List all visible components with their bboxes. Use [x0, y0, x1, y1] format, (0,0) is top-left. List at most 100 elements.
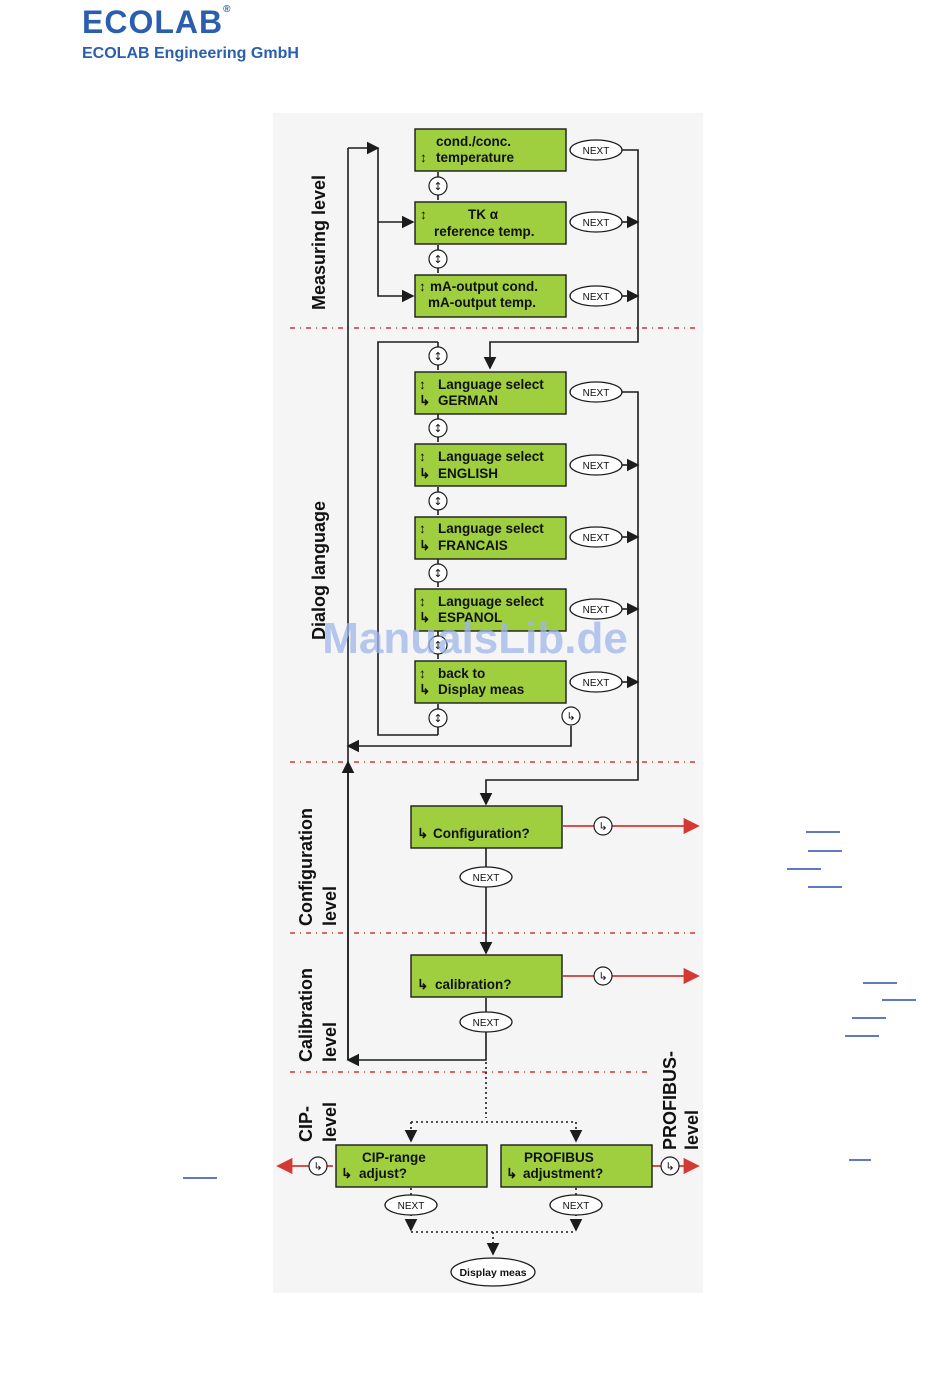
updown-key-icon: ↕: [428, 249, 448, 269]
enter-key-icon: ↳: [593, 966, 613, 986]
svg-text:NEXT: NEXT: [473, 873, 500, 884]
updown-key-icon: ↕: [428, 491, 448, 511]
svg-text:cond./conc.: cond./conc.: [436, 134, 511, 149]
svg-text:NEXT: NEXT: [583, 678, 610, 689]
level-label-profibus-level: level: [682, 1110, 702, 1150]
svg-text:TK α: TK α: [468, 207, 499, 222]
display-meas-oval: Display meas: [450, 1257, 536, 1287]
connector: [483, 149, 639, 370]
next-key-oval: NEXT: [384, 1194, 438, 1216]
svg-text:calibration?: calibration?: [435, 977, 512, 992]
updown-icon: ↕: [419, 377, 426, 392]
updown-icon: ↕: [419, 594, 426, 609]
updown-key-icon: ↕: [428, 635, 448, 655]
svg-text:Configuration?: Configuration?: [433, 826, 530, 841]
level-label-configuration: Configuration: [296, 808, 316, 926]
ecolab-logo: ECOLAB®: [82, 4, 232, 40]
enter-key-icon: ↳: [660, 1156, 680, 1176]
next-key-oval: NEXT: [569, 211, 623, 233]
arrow-icon: ↕: [420, 150, 427, 165]
svg-text:Language select: Language select: [438, 521, 544, 536]
svg-text:NEXT: NEXT: [583, 292, 610, 303]
svg-text:mA-output temp.: mA-output temp.: [428, 295, 536, 310]
svg-text:CIP-range: CIP-range: [362, 1150, 426, 1165]
watermark: ManualsLib.de: [322, 614, 628, 663]
svg-text:ESPANOL: ESPANOL: [438, 610, 502, 625]
updown-key-icon: ↕: [428, 708, 448, 728]
svg-text:NEXT: NEXT: [583, 388, 610, 399]
svg-text:↳: ↳: [566, 710, 575, 723]
enter-icon: ↳: [417, 977, 428, 992]
connector: [479, 391, 639, 806]
svg-text:GERMAN: GERMAN: [438, 393, 498, 408]
svg-text:↕: ↕: [433, 253, 442, 266]
menu-box-language-german: ↕ Language select ↳ GERMAN: [414, 371, 567, 415]
updown-icon: ↕: [419, 521, 426, 536]
menu-box-cip-range: CIP-range ↳ adjust?: [335, 1144, 488, 1188]
level-label-profibus: PROFIBUS-: [660, 1051, 680, 1150]
svg-text:↕: ↕: [433, 180, 442, 193]
level-label-cip: CIP-: [296, 1106, 316, 1142]
svg-text:NEXT: NEXT: [583, 461, 610, 472]
level-label-measuring: Measuring level: [309, 175, 329, 310]
enter-icon: ↳: [419, 466, 430, 481]
level-label-configuration-level: level: [320, 886, 340, 926]
svg-text:Display meas: Display meas: [438, 682, 524, 697]
next-key-oval: NEXT: [569, 454, 623, 476]
next-key-oval: NEXT: [569, 671, 623, 693]
enter-icon: ↳: [506, 1166, 517, 1181]
svg-text:temperature: temperature: [436, 150, 515, 165]
arrow-icon: ↕: [419, 279, 426, 294]
svg-text:↳: ↳: [313, 1160, 322, 1173]
next-key-oval: NEXT: [459, 1011, 513, 1033]
svg-text:NEXT: NEXT: [398, 1201, 425, 1212]
next-key-oval: NEXT: [569, 381, 623, 403]
level-label-cip-level: level: [320, 1102, 340, 1142]
svg-text:reference temp.: reference temp.: [434, 224, 535, 239]
menu-box-tk-alpha: ↕ TK α reference temp.: [414, 201, 567, 245]
company-name: ECOLAB Engineering GmbH: [82, 45, 299, 62]
svg-text:adjust?: adjust?: [359, 1166, 407, 1181]
next-key-oval: NEXT: [549, 1194, 603, 1216]
svg-text:NEXT: NEXT: [583, 605, 610, 616]
enter-icon: ↳: [419, 610, 430, 625]
svg-text:↳: ↳: [598, 970, 607, 983]
svg-text:back to: back to: [438, 666, 485, 681]
svg-text:NEXT: NEXT: [583, 533, 610, 544]
svg-text:adjustment?: adjustment?: [523, 1166, 603, 1181]
enter-icon: ↳: [341, 1166, 352, 1181]
updown-icon: ↕: [419, 449, 426, 464]
svg-text:Display meas: Display meas: [459, 1267, 526, 1279]
svg-text:↳: ↳: [665, 1160, 674, 1173]
svg-text:FRANCAIS: FRANCAIS: [438, 538, 508, 553]
updown-key-icon: ↕: [428, 418, 448, 438]
next-key-oval: NEXT: [569, 598, 623, 620]
next-key-oval: NEXT: [569, 285, 623, 307]
svg-text:↕: ↕: [433, 495, 442, 508]
menu-box-profibus: PROFIBUS ↳ adjustment?: [500, 1144, 653, 1188]
updown-key-icon: ↕: [428, 176, 448, 196]
svg-text:Language select: Language select: [438, 377, 544, 392]
svg-text:↕: ↕: [433, 422, 442, 435]
level-label-calibration: Calibration: [296, 968, 316, 1062]
menu-box-language-espanol: ↕ Language select ↳ ESPANOL: [414, 588, 567, 632]
svg-text:↳: ↳: [598, 820, 607, 833]
svg-text:NEXT: NEXT: [563, 1201, 590, 1212]
svg-text:↕: ↕: [433, 639, 442, 652]
next-key-oval: NEXT: [569, 526, 623, 548]
connector: [377, 341, 438, 736]
menu-box-configuration: ↳ Configuration?: [410, 805, 563, 849]
svg-text:mA-output cond.: mA-output cond.: [430, 279, 538, 294]
connector: [346, 726, 572, 753]
updown-key-icon: ↕: [428, 563, 448, 583]
svg-text:NEXT: NEXT: [473, 1018, 500, 1029]
menu-box-ma-output: ↕ mA-output cond. mA-output temp.: [414, 274, 567, 318]
menu-box-language-francais: ↕ Language select ↳ FRANCAIS: [414, 516, 567, 560]
enter-key-icon: ↳: [593, 816, 613, 836]
svg-text:↕: ↕: [433, 350, 442, 363]
menu-box-language-english: ↕ Language select ↳ ENGLISH: [414, 443, 567, 487]
next-key-oval: NEXT: [459, 866, 513, 888]
svg-text:Language select: Language select: [438, 449, 544, 464]
next-key-oval: NEXT: [569, 139, 623, 161]
svg-text:↕: ↕: [433, 567, 442, 580]
